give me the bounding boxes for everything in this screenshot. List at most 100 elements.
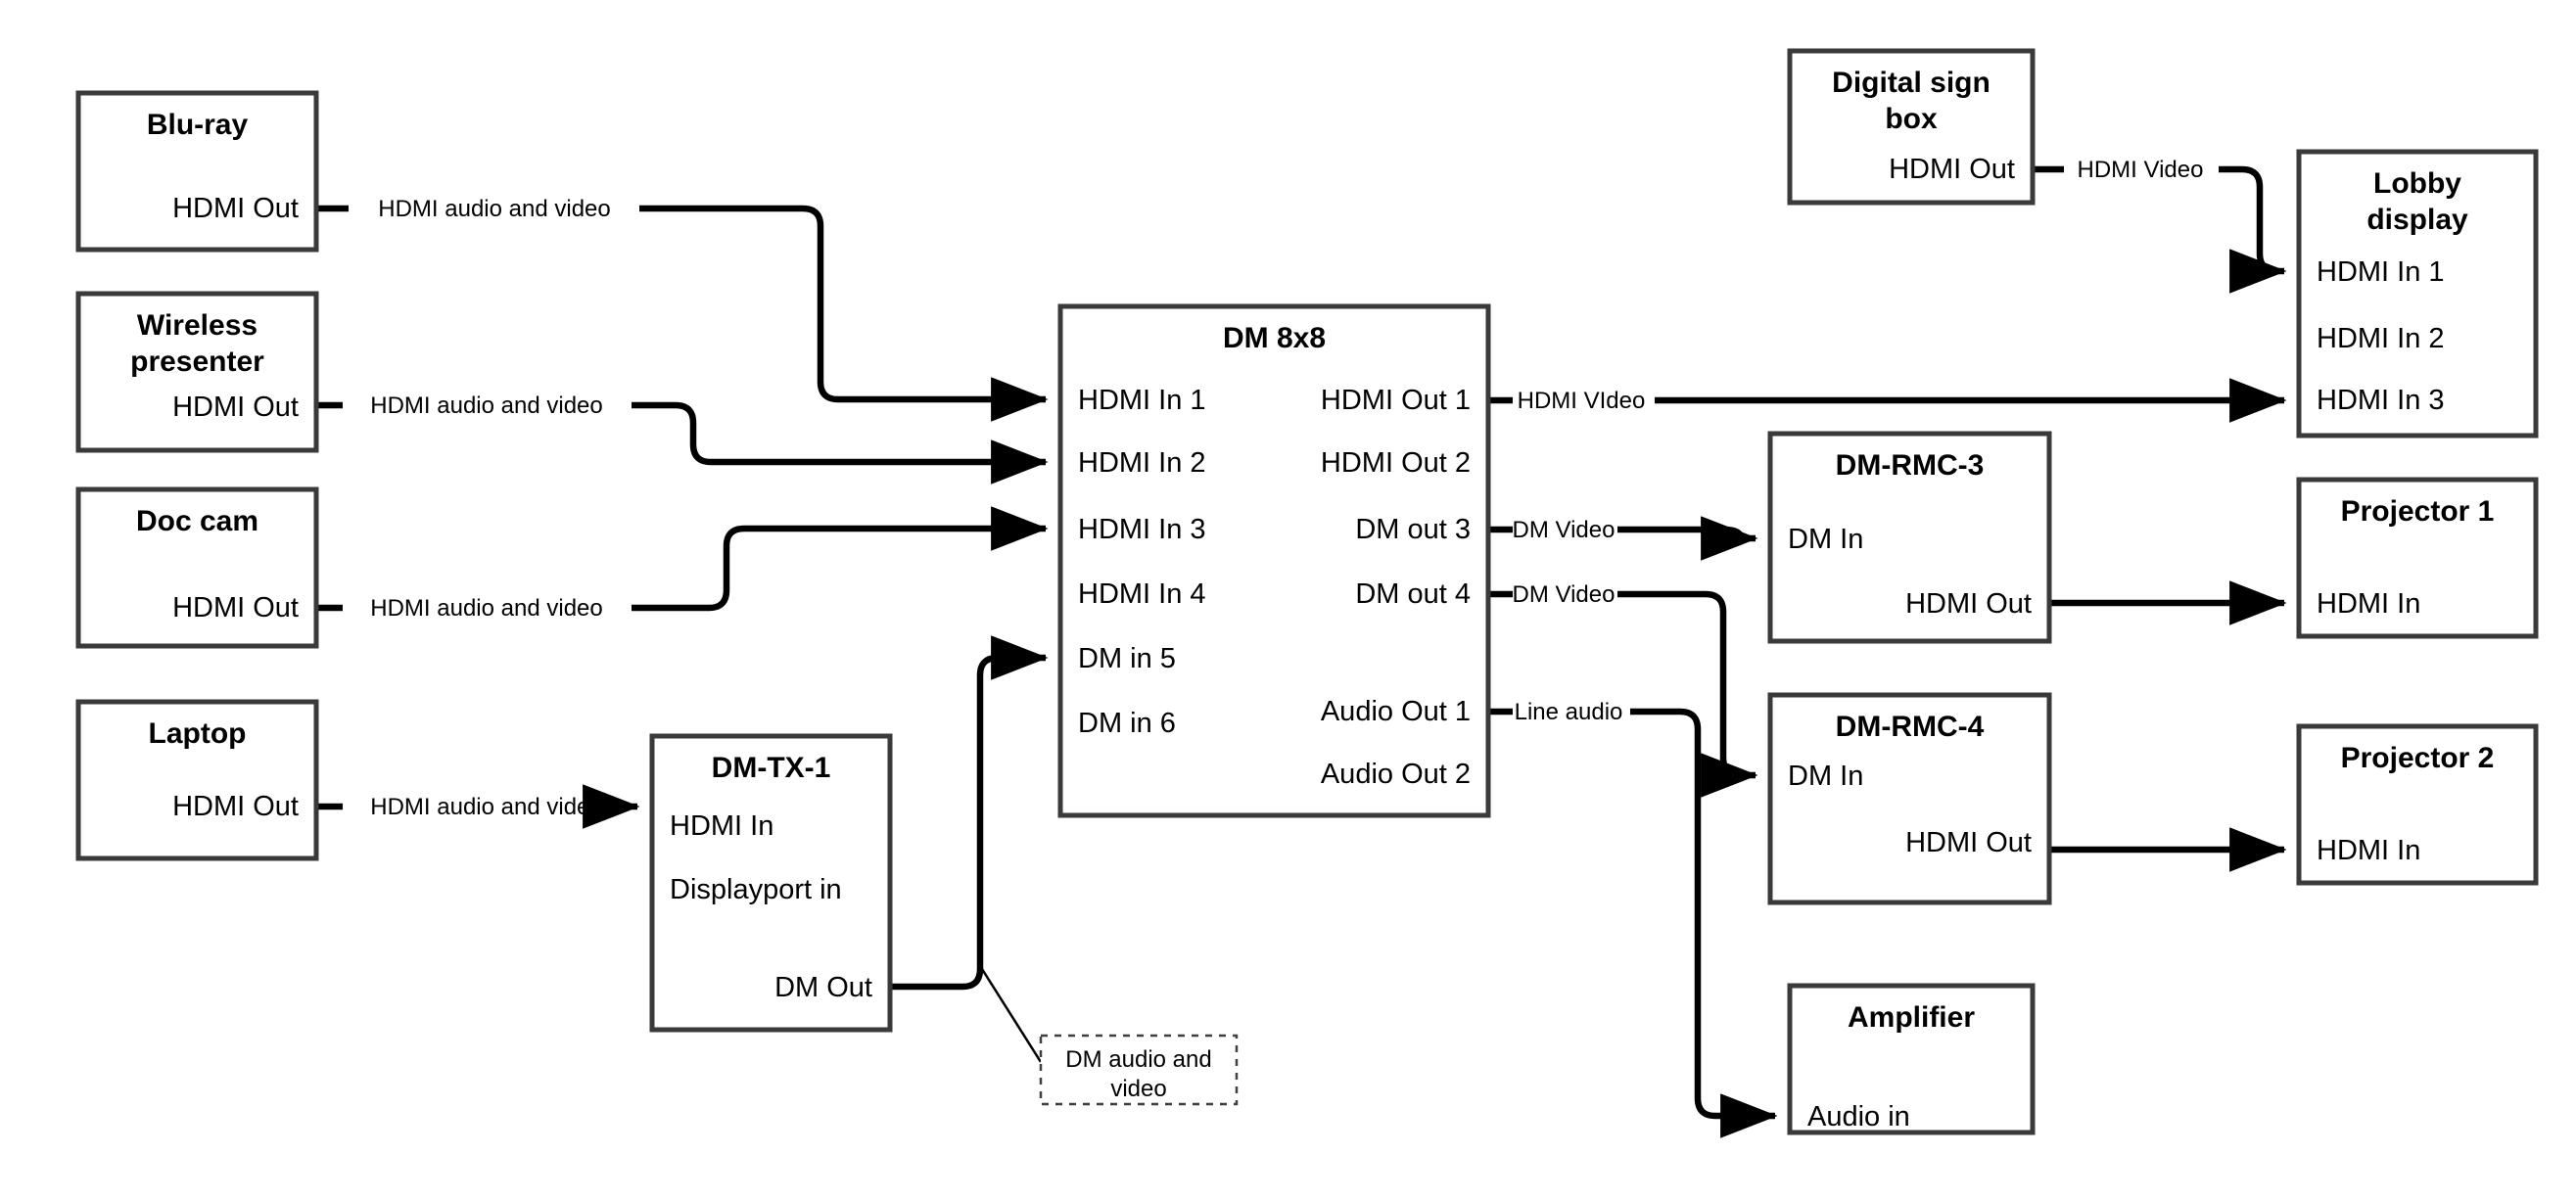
connection-e-laptop: HDMI audio and video — [316, 794, 637, 820]
connection-e-dmout3: DM Video — [1488, 517, 1756, 543]
device-box-outline — [2296, 477, 2539, 639]
device-title: Laptop — [149, 717, 247, 750]
connection-label: HDMI audio and video — [370, 794, 602, 820]
port-label: HDMI In 1 — [1078, 385, 1206, 416]
connection-label: HDMI Video — [2078, 157, 2204, 183]
port-label: HDMI Out 1 — [1321, 385, 1471, 416]
connection-label: DM Video — [1513, 517, 1616, 543]
device-box-proj1[interactable]: Projector 1 HDMI In — [2296, 477, 2539, 639]
callout-layer: DM audio and video — [980, 968, 1239, 1106]
port-label: HDMI Out — [1905, 827, 2032, 858]
device-title: Lobby — [2373, 167, 2461, 200]
port-label: HDMI Out — [1889, 154, 2015, 185]
connection-label: HDMI VIdeo — [1518, 388, 1646, 414]
device-box-outline — [649, 733, 893, 1033]
connection-line — [890, 635, 1049, 991]
port-label: HDMI In 2 — [1078, 447, 1206, 479]
port-label: HDMI In 3 — [1078, 514, 1206, 545]
connection-line — [1488, 708, 1775, 1116]
annotation-text: DM audio and — [1065, 1046, 1211, 1073]
connection-line — [1488, 590, 1756, 775]
port-label: DM In — [1788, 524, 1863, 555]
port-label: HDMI In — [2317, 588, 2420, 620]
port-label: HDMI In — [2317, 835, 2420, 866]
connection-label: Line audio — [1515, 699, 1623, 725]
port-label: HDMI In 4 — [1078, 578, 1206, 610]
port-label: DM in 6 — [1078, 708, 1176, 739]
connection-label: DM Video — [1513, 581, 1616, 608]
port-label: DM in 5 — [1078, 643, 1176, 674]
device-box-outline — [1787, 48, 2036, 206]
port-label: DM Out — [774, 972, 872, 1003]
connection-line — [1488, 530, 1756, 538]
connection-line — [316, 529, 1046, 612]
device-title: Blu-ray — [147, 109, 249, 141]
port-label: DM In — [1788, 761, 1863, 792]
port-label: HDMI Out — [172, 193, 299, 224]
annotation-text: video — [1110, 1076, 1166, 1102]
connection-e-wireless: HDMI audio and video — [316, 393, 1046, 462]
device-box-outline — [2296, 723, 2539, 886]
device-title: DM-RMC-3 — [1836, 449, 1985, 482]
device-title: Amplifier — [1848, 1001, 1975, 1034]
device-box-rmc4[interactable]: DM-RMC-4 DM In HDMI Out — [1767, 692, 2052, 905]
connection-line — [316, 401, 1046, 462]
port-label: Displayport in — [670, 874, 842, 905]
device-box-outline — [75, 699, 319, 861]
connection-e-doccam: HDMI audio and video — [316, 529, 1046, 622]
annotation-dm-audio-video-callout: DM audio and video — [980, 968, 1239, 1106]
connection-e-bluray: HDMI audio and video — [316, 196, 1046, 399]
device-title: Projector 1 — [2341, 495, 2495, 528]
port-label: HDMI In 1 — [2317, 256, 2445, 288]
device-title: display — [2366, 204, 2468, 236]
device-title: presenter — [130, 346, 264, 378]
port-label: HDMI In — [670, 810, 773, 842]
port-label: DM out 4 — [1355, 578, 1471, 610]
connection-label: HDMI audio and video — [370, 595, 602, 622]
connection-e-dmtx-dm5 — [890, 635, 1049, 991]
port-label: HDMI In 2 — [2317, 323, 2445, 354]
connection-line — [2033, 165, 2284, 271]
port-label: Audio Out 1 — [1321, 696, 1471, 727]
device-box-rmc3[interactable]: DM-RMC-3 DM In HDMI Out — [1767, 431, 2052, 644]
connection-label: HDMI audio and video — [378, 196, 610, 222]
annotation-leader-line — [980, 968, 1043, 1063]
port-label: HDMI Out 2 — [1321, 447, 1471, 479]
device-box-outline — [2296, 149, 2539, 439]
connection-e-audioout1: Line audio — [1488, 699, 1775, 1116]
connection-line — [316, 205, 1046, 399]
port-label: HDMI Out — [172, 592, 299, 624]
connection-label: HDMI audio and video — [370, 393, 602, 419]
device-box-outline — [1787, 983, 2036, 1135]
port-label: HDMI Out — [172, 392, 299, 423]
annotation-outline — [1039, 1034, 1239, 1106]
port-label: Audio in — [1807, 1101, 1910, 1132]
port-label: HDMI In 3 — [2317, 385, 2445, 416]
device-title: Doc cam — [136, 505, 258, 537]
device-title: DM-TX-1 — [712, 752, 831, 784]
device-title: DM-RMC-4 — [1836, 711, 1985, 743]
device-box-outline — [75, 291, 319, 453]
port-label: HDMI Out — [172, 791, 299, 822]
port-label: Audio Out 2 — [1321, 759, 1471, 790]
device-title: DM 8x8 — [1223, 322, 1326, 354]
device-box-outline — [75, 90, 319, 253]
connection-e-dmout4: DM Video — [1488, 581, 1756, 775]
device-title: Wireless — [137, 309, 258, 342]
port-label: DM out 3 — [1355, 514, 1471, 545]
port-label: HDMI Out — [1905, 588, 2032, 620]
device-box-outline — [1057, 303, 1491, 818]
